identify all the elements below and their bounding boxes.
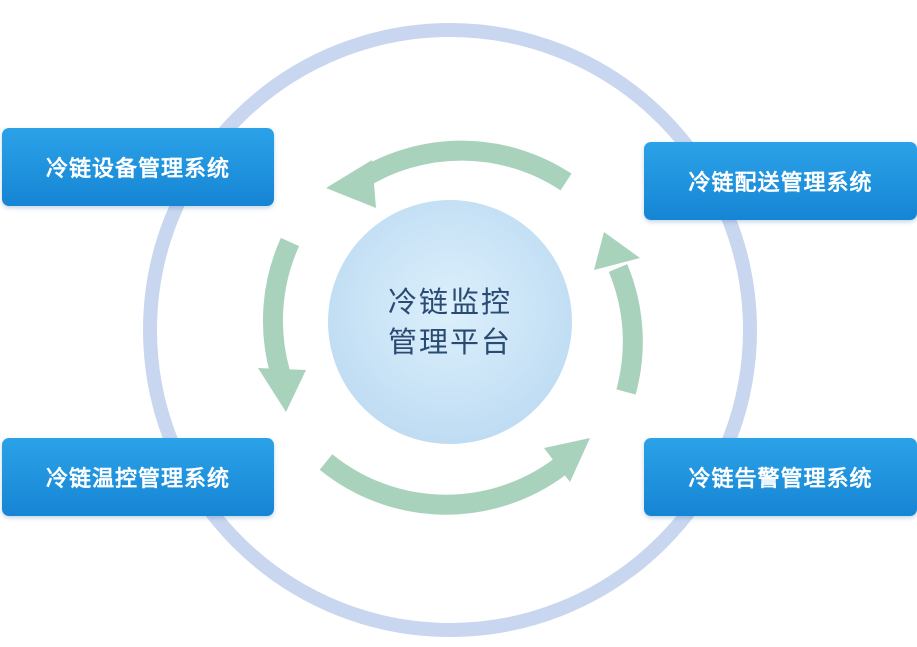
system-box-equipment: 冷链设备管理系统 <box>2 128 274 206</box>
outer-ring <box>143 23 757 637</box>
cycle-arrow-bottom <box>319 438 590 515</box>
center-label-line2: 管理平台 <box>387 325 512 359</box>
center-label-line1: 冷链监控 <box>387 285 512 319</box>
cycle-arrow-right <box>594 232 643 395</box>
center-circle <box>328 200 572 444</box>
cycle-arrow-top <box>326 140 572 208</box>
center-platform-label: 冷链监控 管理平台 <box>330 282 570 362</box>
system-box-alarm: 冷链告警管理系统 <box>644 438 917 516</box>
system-box-temperature: 冷链温控管理系统 <box>2 438 274 516</box>
cycle-arrow-left <box>258 237 306 412</box>
system-box-delivery: 冷链配送管理系统 <box>644 142 917 220</box>
